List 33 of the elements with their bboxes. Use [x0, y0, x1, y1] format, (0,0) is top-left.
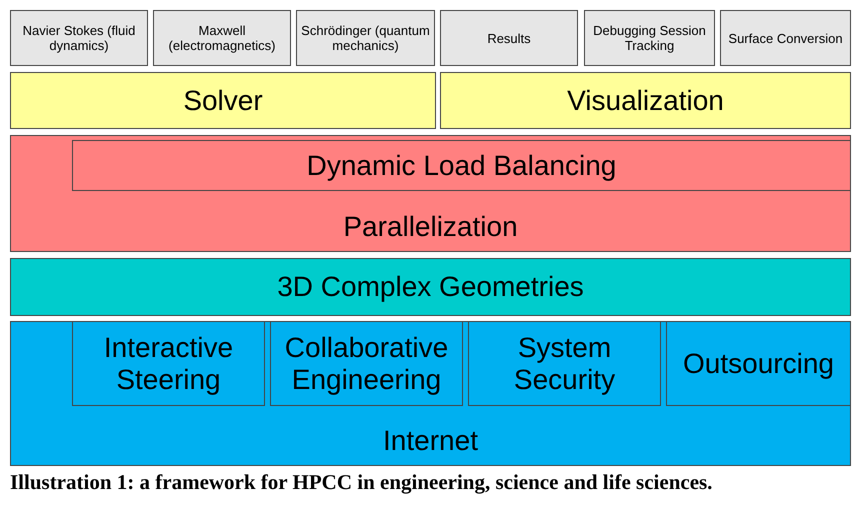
application-box [10, 10, 148, 66]
layer-label: Parallelization [342, 211, 519, 243]
application-box [296, 10, 435, 66]
layer-label: Dynamic Load Balancing [306, 150, 618, 182]
layer-label: Maxwell (electromagnetics) [168, 23, 276, 53]
application-box [720, 10, 851, 66]
layer-box [10, 258, 851, 316]
layer-box [72, 140, 851, 191]
layer-label: Surface Conversion [727, 30, 844, 46]
application-box [153, 10, 291, 66]
layer-label: Outsourcing [682, 348, 835, 380]
layer-label: Visualization [566, 84, 725, 116]
layer-label: Interactive Steering [102, 332, 234, 396]
layer-label: Internet [382, 425, 479, 457]
service-box [468, 321, 661, 406]
service-box [72, 321, 265, 406]
layer-label: Schrödinger (quantum mechanics) [300, 23, 431, 53]
layer-box [10, 135, 851, 252]
service-box [270, 321, 463, 406]
layer-label: Navier Stokes (fluid dynamics) [22, 23, 136, 53]
application-box [440, 10, 578, 66]
layer-label: Results [486, 30, 532, 46]
layer-label: Debugging Session Tracking [592, 23, 707, 53]
service-box [666, 321, 851, 406]
layer-box [10, 321, 851, 466]
layer-label: 3D Complex Geometries [276, 271, 585, 303]
layer-label: Solver [182, 84, 264, 116]
layer-label: System Security [512, 332, 616, 396]
layer-box [440, 72, 851, 129]
layer-box [10, 72, 436, 129]
caption: Illustration 1: a framework for HPCC in engineering, science and life sciences. [10, 470, 714, 495]
layer-label: Collaborative Engineering [284, 332, 450, 396]
application-box [584, 10, 715, 66]
